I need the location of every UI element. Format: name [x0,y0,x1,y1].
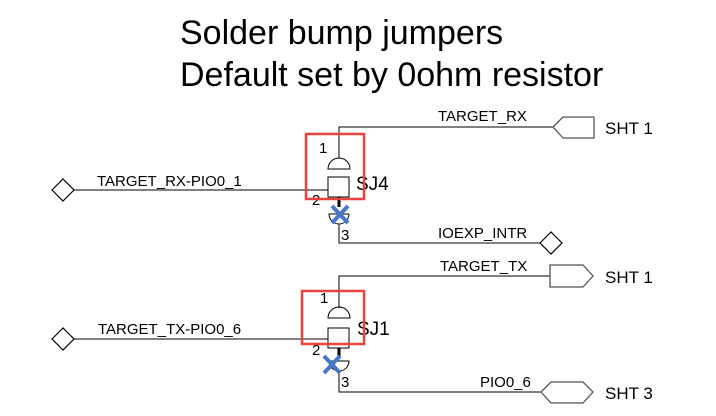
pin1-label: 1 [319,140,327,157]
wire-ioexp-intr [338,224,540,244]
port-output-icon [549,264,594,288]
pad-pin3-icon [328,213,350,225]
pad-pin1-icon [327,157,351,170]
port-bidirectional-icon [51,327,75,351]
pin3-label: 3 [341,374,349,391]
pin3-label: 3 [341,227,349,244]
port-bidirectional-icon [540,381,594,404]
wire-target-rx [338,126,553,158]
sheet-ref-pio0-6: SHT 3 [605,384,653,403]
net-label-target-rx-pio0-1: TARGET_RX-PIO0_1 [97,173,242,190]
title-line-2: Default set by 0ohm resistor [180,56,604,94]
wire-pio0-6 [338,371,541,393]
sheet-ref-target-rx: SHT 1 [605,119,653,138]
sheet-ref-target-tx: SHT 1 [605,268,653,287]
port-input-icon [552,116,595,139]
disconnect-cross-icon [330,204,350,225]
pin2-label: 2 [312,192,320,209]
pin1-label: 1 [320,290,328,307]
jumper-sj4: TARGET_RX SHT 1 1 2 SJ4 TARGET_RX-PIO0_1… [51,108,653,255]
disconnect-cross-icon [322,354,342,375]
default-selection-highlight [300,289,366,346]
default-selection-highlight [304,132,366,201]
port-bidirectional-icon [539,231,563,255]
ref-designator-sj1: SJ1 [357,319,390,340]
port-bidirectional-icon [51,178,75,202]
net-label-target-rx: TARGET_RX [438,108,527,125]
net-label-target-tx: TARGET_TX [440,258,527,275]
jumper-sj1: TARGET_TX SHT 1 1 2 SJ1 TARGET_TX-PIO0_6… [51,258,653,404]
wire-target-tx [338,275,550,308]
net-label-pio0-6: PIO0_6 [480,374,531,391]
ref-designator-sj4: SJ4 [356,174,389,195]
pad-pin1-icon [327,306,351,319]
net-label-target-tx-pio0-6: TARGET_TX-PIO0_6 [98,321,241,338]
net-label-ioexp-intr: IOEXP_INTR [438,225,527,242]
title-line-1: Solder bump jumpers [180,14,504,52]
pad-pin2-icon [327,176,350,198]
pin2-label: 2 [312,342,320,359]
